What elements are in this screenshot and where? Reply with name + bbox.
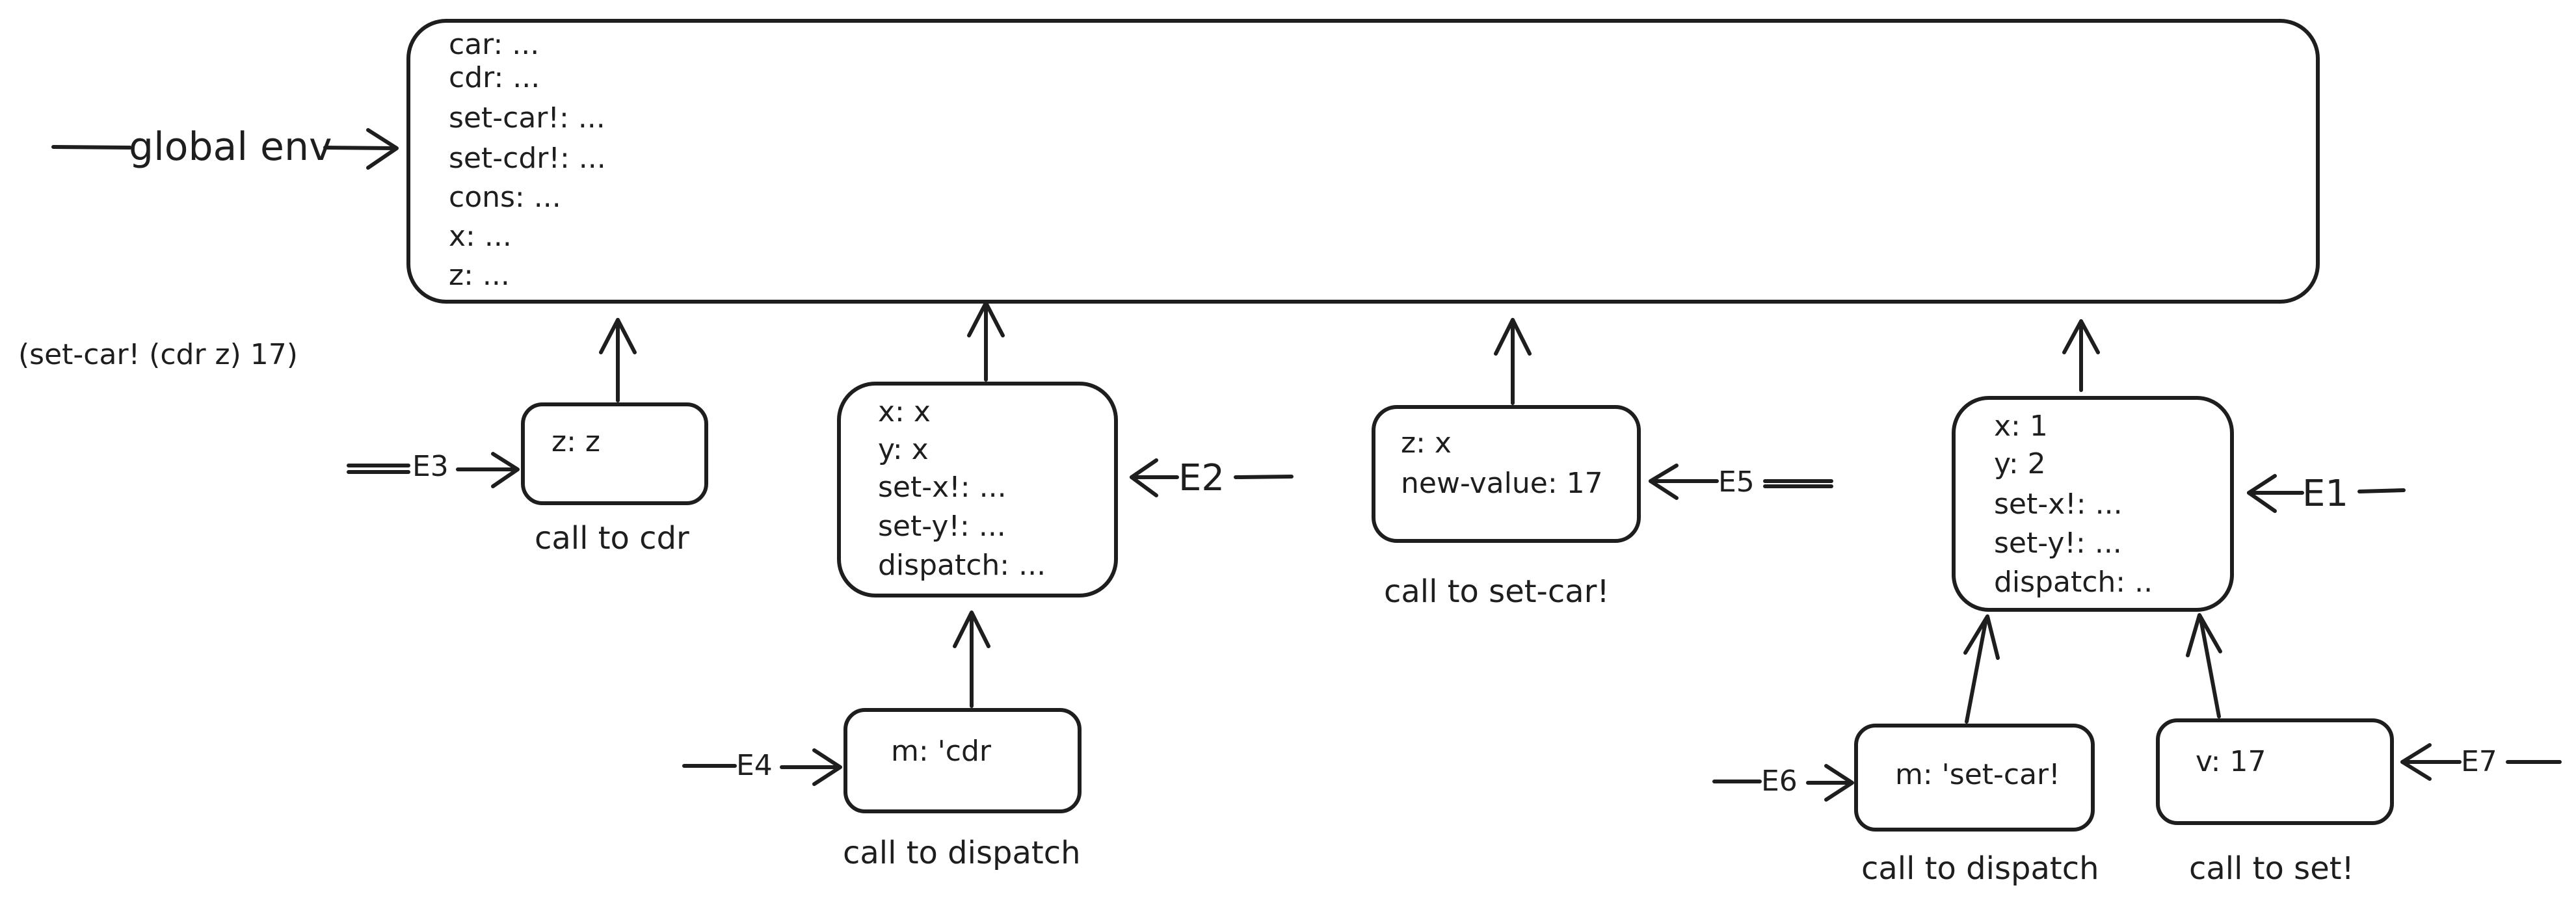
frame-e1-binding-dispatch: dispatch: ..: [1994, 566, 2153, 599]
frame-e4-label: E4: [736, 749, 773, 782]
frame-e2-binding-dispatch: dispatch: ...: [878, 549, 1046, 582]
frame-e2-box: [837, 382, 1118, 597]
global-binding-car: car: ...: [449, 28, 539, 61]
frame-e7-parent-arrowhead: [2186, 613, 2222, 657]
frame-e6-parent-arrowhead: [1963, 614, 2000, 660]
frame-e7-binding-v: v: 17: [2196, 745, 2266, 778]
global-env-box: [406, 19, 2320, 304]
frame-e5-binding-new-value: new-value: 17: [1401, 467, 1603, 500]
frame-e1-label: E1: [2302, 473, 2348, 515]
frame-e4-box: [843, 708, 1082, 813]
frame-e6-label: E6: [1761, 765, 1798, 798]
frame-e2: x: x y: x set-x!: ... set-y!: ... dispat…: [837, 301, 1294, 597]
global-env-label: global env: [129, 124, 332, 170]
global-env-arrow-tail: [51, 145, 132, 150]
frame-e5-box: [1372, 405, 1641, 543]
frame-e5: z: x new-value: 17 call to set-car! E5: [1372, 318, 1833, 610]
frame-e1-pointer-tail: [2357, 488, 2406, 493]
frame-e1-binding-y: y: 2: [1994, 447, 2046, 480]
frame-e1-parent-arrowhead: [2062, 319, 2100, 354]
frame-e3-binding-z: z: z: [551, 425, 600, 458]
frame-e5-caption: call to set-car!: [1384, 573, 1610, 610]
frame-e7-caption: call to set!: [2189, 850, 2354, 887]
global-binding-x: x: ...: [449, 220, 512, 253]
frame-e3-box: [521, 402, 708, 505]
frame-e2-parent-arrowhead: [967, 301, 1005, 337]
frame-e2-binding-set-y: set-y!: ...: [878, 510, 1006, 543]
global-env-frame: car: ... cdr: ... set-car!: ... set-cdr!…: [406, 19, 2320, 304]
frame-e4-caption: call to dispatch: [843, 835, 1081, 871]
frame-e3-arrowhead: [491, 452, 520, 488]
frame-e2-binding-set-x: set-x!: ...: [878, 471, 1007, 504]
frame-e4-arrowhead: [812, 748, 842, 786]
frame-e2-binding-y: y: x: [878, 433, 929, 466]
frame-e3-caption: call to cdr: [535, 520, 689, 557]
frame-e3-parent-arrowhead: [599, 318, 637, 354]
global-binding-cdr: cdr: ...: [449, 61, 540, 94]
global-binding-set-cdr: set-cdr!: ...: [449, 142, 606, 175]
frame-e2-binding-x: x: x: [878, 395, 931, 428]
frame-e1-binding-set-y: set-y!: ...: [1994, 527, 2122, 560]
frame-e6-caption: call to dispatch: [1861, 850, 2099, 887]
frame-e2-label: E2: [1178, 457, 1225, 499]
frame-e7-box: [2156, 718, 2394, 825]
frame-e1-binding-x: x: 1: [1994, 410, 2048, 443]
frame-e5-label: E5: [1718, 466, 1755, 499]
frame-e1-box: [1952, 396, 2234, 612]
frame-e3: z: z call to cdr E3: [347, 318, 708, 557]
frame-e6-parent-arrow: [1965, 617, 1988, 724]
frame-e6: m: 'set-car! call to dispatch E6: [1712, 614, 2099, 887]
global-binding-z: z: ...: [449, 259, 510, 292]
expression-text: (set-car! (cdr z) 17): [18, 338, 298, 371]
global-binding-cons: cons: ...: [449, 181, 561, 214]
frame-e7-parent-arrow: [2199, 617, 2221, 718]
frame-e6-binding-m: m: 'set-car!: [1895, 758, 2060, 791]
frame-e4-binding-m: m: 'cdr: [891, 735, 992, 768]
frame-e5-parent-arrowhead: [1494, 318, 1532, 356]
frame-e1: x: 1 y: 2 set-x!: ... set-y!: ... dispat…: [1952, 319, 2406, 612]
frame-e7: v: 17 call to set! E7: [2156, 613, 2562, 887]
frame-e3-label: E3: [412, 450, 449, 483]
frame-e4: m: 'cdr call to dispatch E4: [682, 610, 1082, 871]
frame-e5-binding-z: z: x: [1401, 426, 1452, 460]
global-binding-set-car: set-car!: ...: [449, 101, 605, 135]
global-env-pointer: global env: [51, 124, 399, 170]
frame-e1-binding-set-x: set-x!: ...: [1994, 488, 2123, 521]
global-env-arrowhead: [366, 128, 399, 170]
frame-e6-box: [1854, 724, 2095, 832]
frame-e4-parent-arrowhead: [953, 610, 990, 648]
frame-e7-label: E7: [2461, 745, 2497, 778]
frame-e6-arrowhead: [1824, 764, 1854, 802]
